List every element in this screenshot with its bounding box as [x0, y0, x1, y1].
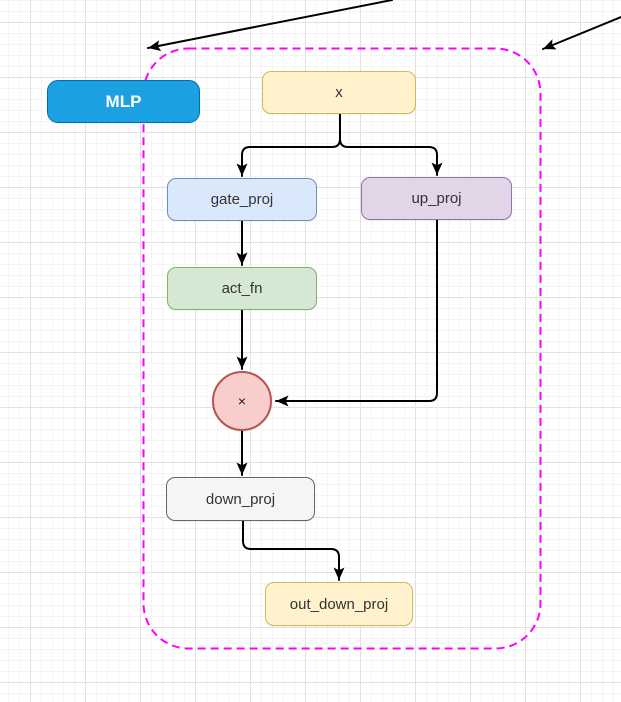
- node-up_proj[interactable]: up_proj: [361, 177, 512, 220]
- node-mlp[interactable]: MLP: [47, 80, 200, 123]
- node-label: up_proj: [411, 190, 462, 207]
- edge-down_proj-out_down_proj[interactable]: [242, 520, 345, 581]
- annotation-arrows: [147, 0, 621, 51]
- mlp-group-container-border[interactable]: [142, 47, 542, 650]
- node-down_proj[interactable]: down_proj: [166, 477, 315, 521]
- flow-edges: [236, 113, 443, 581]
- node-label: gate_proj: [210, 191, 274, 208]
- node-x[interactable]: x: [262, 71, 416, 114]
- node-label: x: [335, 84, 343, 101]
- node-multiply elementwise-product-icon[interactable]: ×: [212, 371, 272, 431]
- edge-up_proj-multiply[interactable]: [275, 219, 438, 407]
- node-label: MLP: [105, 91, 142, 111]
- node-label: out_down_proj: [289, 595, 389, 613]
- annotation-arrow-right[interactable]: [542, 16, 621, 50]
- node-out_down_proj[interactable]: out_down_proj: [265, 582, 413, 626]
- multiply-icon: ×: [237, 393, 247, 409]
- node-gate_proj[interactable]: gate_proj: [167, 178, 317, 221]
- edge-x-up_proj[interactable]: [339, 113, 443, 176]
- node-act_fn[interactable]: act_fn: [167, 267, 317, 310]
- edge-x-gate_proj[interactable]: [236, 113, 341, 177]
- node-label: down_proj: [205, 490, 276, 508]
- node-label: act_fn: [221, 280, 263, 297]
- annotation-arrow-left[interactable]: [147, 0, 393, 51]
